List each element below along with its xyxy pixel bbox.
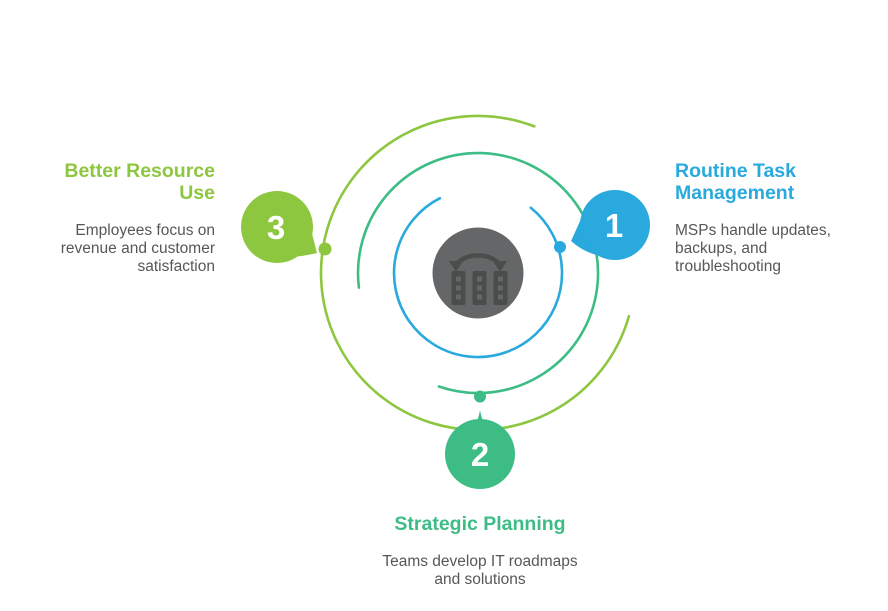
step2-panel: Strategic Planning Teams develop IT road… [320, 513, 640, 589]
middle-emerald-ring [356, 151, 600, 395]
step2-marker-dot [474, 390, 486, 403]
step2-bubble-circle [445, 419, 515, 489]
step3-description: Employees focus on revenue and customer … [60, 221, 215, 275]
outer-lime-ring [319, 114, 631, 432]
inner-blue-ring [392, 196, 564, 359]
step3-panel: Better Resource Use Employees focus on r… [33, 160, 215, 276]
step3-bubble: 3 [241, 191, 317, 263]
step2-bubble: 2 [445, 410, 515, 489]
telephone-network-icon [449, 253, 508, 305]
center-hub [432, 227, 524, 319]
step3-marker-dot [318, 242, 332, 256]
step3-title: Better Resource Use [64, 160, 215, 204]
step2-description: Teams develop IT roadmaps and solutions [382, 552, 578, 588]
step2-title: Strategic Planning [394, 513, 566, 535]
step1-number: 1 [605, 207, 623, 244]
step1-description: MSPs handle updates, backups, and troubl… [675, 221, 831, 275]
step1-panel: Routine Task Management MSPs handle upda… [675, 160, 860, 276]
step1-marker-dot [554, 241, 566, 253]
step1-bubble-circle [580, 190, 650, 260]
step1-title: Routine Task Management [675, 160, 796, 204]
step3-bubble-circle [241, 191, 313, 263]
step1-bubble: 1 [571, 190, 650, 260]
step2-number: 2 [471, 436, 489, 473]
step3-number: 3 [267, 209, 285, 246]
